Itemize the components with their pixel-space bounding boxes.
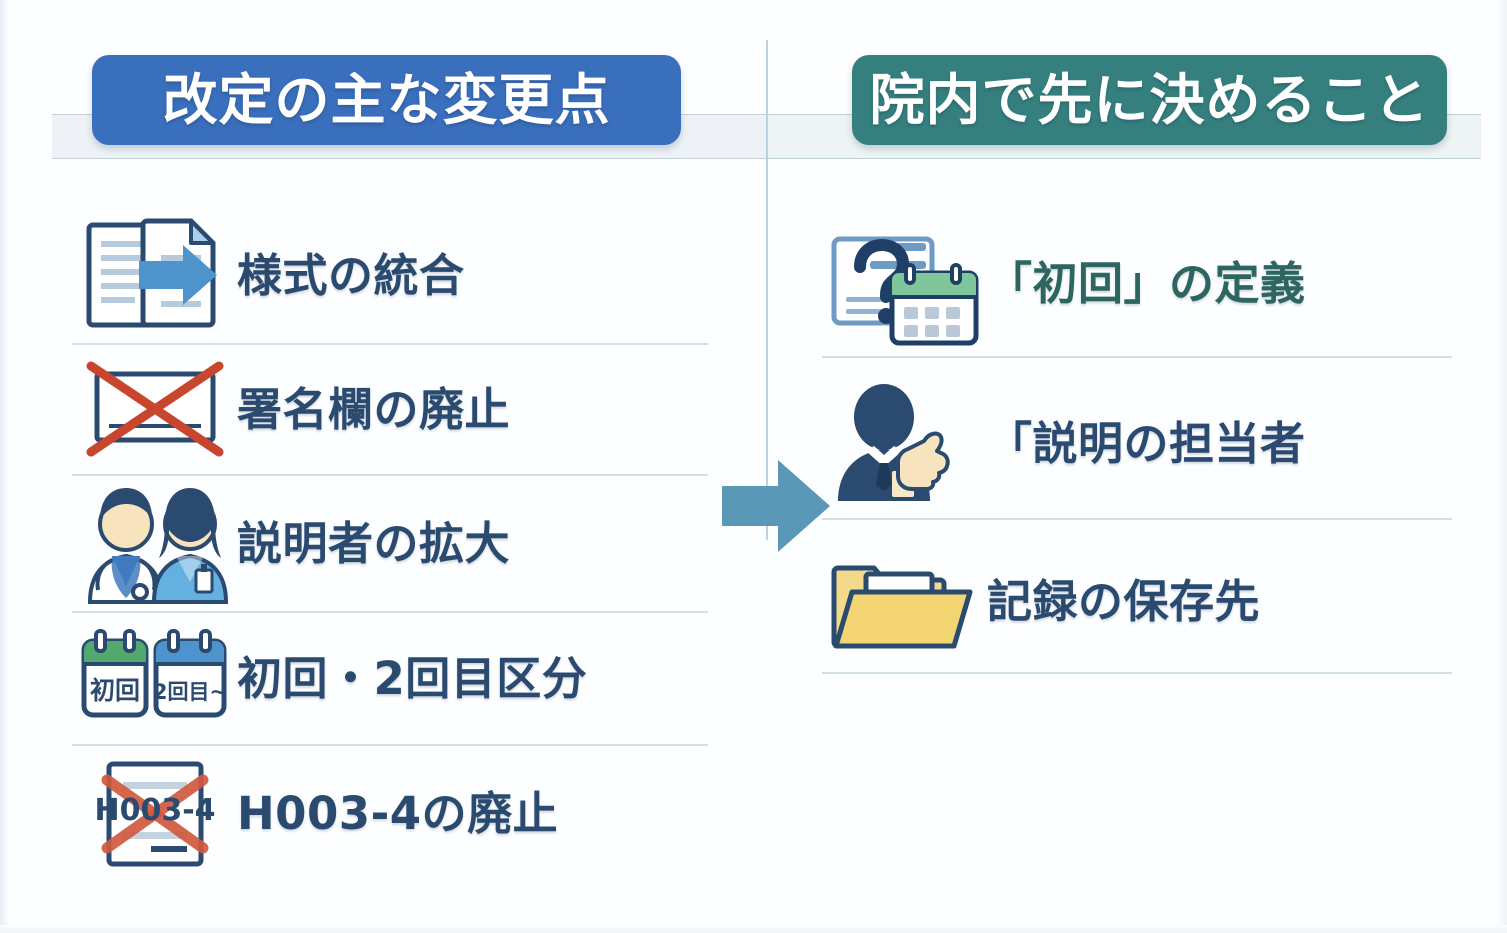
svg-text:初回: 初回 [90, 676, 140, 705]
list-item-label: 記録の保存先 [987, 574, 1261, 628]
signature-box-crossed-icon [72, 347, 237, 472]
two-calendars-icon: 初回 2回目~ [72, 616, 237, 741]
list-item-label: 「説明の担当者 [987, 416, 1306, 470]
list-separator [72, 474, 708, 476]
list-separator [72, 611, 708, 613]
documents-merge-icon [72, 213, 237, 338]
right-arrow-icon [722, 458, 832, 554]
person-pointing-icon [822, 381, 987, 506]
document-crossed-out-icon: H003-4 [72, 751, 237, 876]
list-item: H003-4 H003-4の廃止 [72, 750, 712, 876]
center-divider-line [766, 40, 768, 540]
page-edge-left [0, 0, 9, 933]
svg-text:2回目~: 2回目~ [153, 680, 227, 704]
list-item-label: 署名欄の廃止 [237, 382, 511, 436]
right-panel-title: 院内で先に決めること [869, 67, 1430, 132]
list-item-label: 様式の統合 [237, 248, 465, 302]
left-panel-title: 改定の主な変更点 [162, 67, 611, 132]
list-item-label: 初回・2回目区分 [237, 651, 588, 705]
list-item: 様式の統合 [72, 210, 712, 340]
list-item: 「説明の担当者 [822, 380, 1462, 506]
list-item: 記録の保存先 [822, 540, 1462, 662]
page-edge-bottom [0, 925, 1507, 933]
svg-text:H003-4: H003-4 [94, 793, 215, 828]
open-folder-icon [822, 539, 987, 664]
list-separator [822, 672, 1452, 674]
page-edge-right [1497, 0, 1507, 933]
left-panel-header-banner: 改定の主な変更点 [92, 55, 681, 145]
list-item: 初回 2回目~ 初回・2回目区分 [72, 617, 712, 739]
right-panel-header-banner: 院内で先に決めること [852, 55, 1447, 145]
list-item-label: 「初回」の定義 [987, 256, 1306, 310]
list-item: 署名欄の廃止 [72, 350, 712, 468]
list-item: 説明者の拡大 [72, 480, 712, 606]
list-item: 「初回」の定義 [822, 218, 1462, 348]
clipboard-question-calendar-icon [822, 221, 987, 346]
list-item-label: H003-4の廃止 [237, 786, 559, 840]
list-separator [822, 518, 1452, 520]
list-separator [72, 744, 708, 746]
doctor-and-nurse-icon [72, 481, 237, 606]
list-separator [822, 356, 1452, 358]
list-separator [72, 343, 708, 345]
list-item-label: 説明者の拡大 [237, 516, 511, 570]
